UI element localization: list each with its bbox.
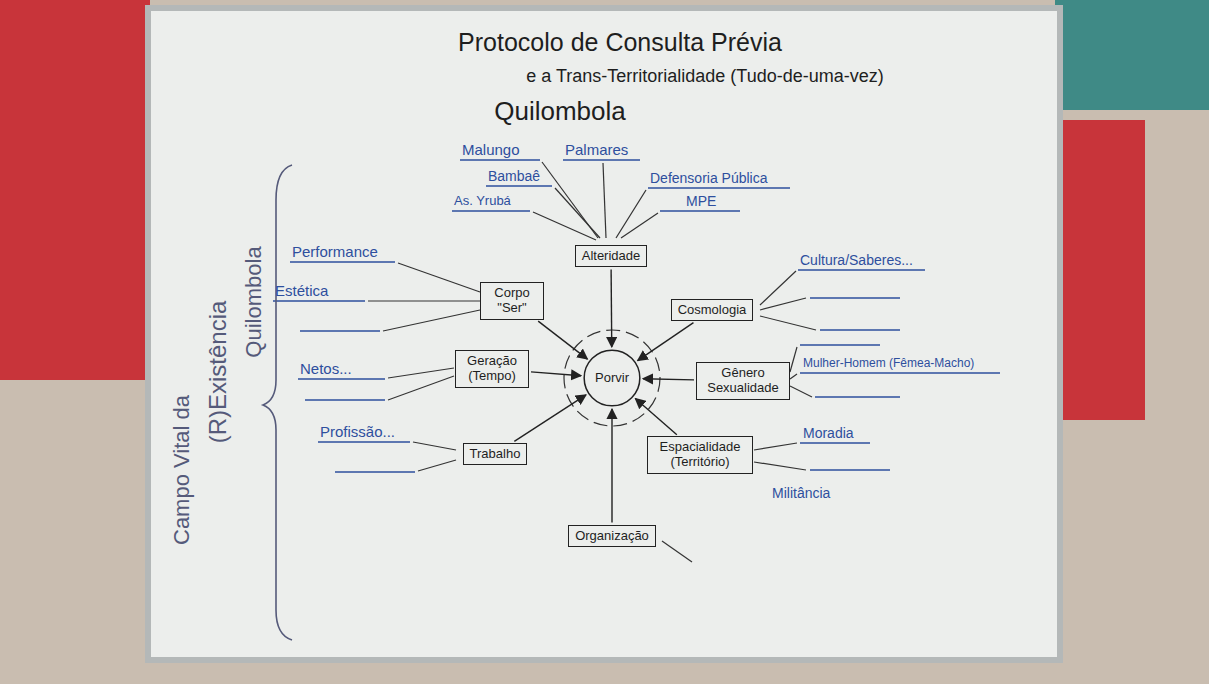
annotation: Cultura/Saberes... xyxy=(800,252,913,268)
arrow-connector xyxy=(611,409,612,523)
title: Protocolo de Consulta Prévia xyxy=(458,28,782,57)
annotation: Estética xyxy=(275,282,328,299)
process-box: Trabalho xyxy=(463,443,528,466)
blank-line xyxy=(815,396,900,397)
vertical-label: (R)Existência xyxy=(204,301,232,444)
underline xyxy=(452,210,530,211)
wall xyxy=(1055,0,1209,110)
underline xyxy=(660,210,740,211)
vertical-label: Campo Vital da xyxy=(169,395,195,545)
bracket xyxy=(263,165,292,640)
leader-line xyxy=(790,347,797,372)
leader-line xyxy=(790,374,797,379)
underline xyxy=(563,159,640,160)
underline xyxy=(273,300,365,301)
underline xyxy=(486,185,552,186)
node-text: Alteridade xyxy=(582,249,641,264)
annotation: Mulher-Homem (Fêmea-Macho) xyxy=(803,356,974,370)
annotation: Malungo xyxy=(462,141,520,158)
leader-line xyxy=(760,271,796,305)
leader-line xyxy=(388,368,454,378)
underline xyxy=(798,269,925,270)
leader-line xyxy=(754,443,797,450)
leader-line xyxy=(603,163,606,238)
process-box: Organização xyxy=(568,525,656,548)
tablecloth xyxy=(0,0,150,380)
annotation: As. Yrubá xyxy=(454,193,511,208)
blank-line xyxy=(820,329,900,330)
leader-line xyxy=(555,188,600,238)
process-box: Espacialidade (Território) xyxy=(647,436,753,474)
arrow-connector xyxy=(610,269,612,347)
arrow-connector xyxy=(514,395,586,442)
arrow-connector xyxy=(635,398,677,434)
node-text: Gênero Sexualidade xyxy=(703,366,783,396)
underline xyxy=(800,372,1000,373)
annotation: Netos... xyxy=(300,360,352,377)
underline xyxy=(298,378,385,379)
annotation: Militância xyxy=(772,485,830,501)
leader-line xyxy=(368,300,480,301)
annotation: Profissão... xyxy=(320,423,395,440)
leader-line xyxy=(760,316,816,330)
leader-line xyxy=(413,442,456,450)
underline xyxy=(648,187,790,188)
arrow-connector xyxy=(538,321,587,359)
node-text: Espacialidade (Território) xyxy=(654,440,746,470)
circle-shape xyxy=(584,350,640,406)
blank-line xyxy=(800,344,880,345)
process-box: Geração (Tempo) xyxy=(455,350,529,388)
annotation: MPE xyxy=(686,193,716,209)
leader-line xyxy=(621,213,658,238)
annotation: Palmares xyxy=(565,141,628,158)
process-box: Corpo "Ser" xyxy=(480,282,544,320)
blank-line xyxy=(300,330,380,331)
node-text: Organização xyxy=(575,529,649,544)
leader-line xyxy=(388,376,454,400)
arrow-connector xyxy=(643,379,694,380)
leader-line xyxy=(754,462,806,470)
blank-line xyxy=(810,469,890,470)
node-text: Corpo "Ser" xyxy=(487,286,537,316)
underline xyxy=(318,441,410,442)
leader-line xyxy=(398,263,480,292)
annotation: Moradia xyxy=(803,425,854,441)
vertical-label: Quilombola xyxy=(241,246,267,357)
leader-line xyxy=(383,310,480,331)
process-box: Cosmologia xyxy=(671,299,754,322)
underline xyxy=(290,261,395,262)
leader-line xyxy=(790,386,812,397)
process-box: Alteridade xyxy=(575,245,648,268)
blank-line xyxy=(305,399,385,400)
underline xyxy=(800,442,870,443)
leader-line xyxy=(760,298,806,310)
arrow-connector xyxy=(531,372,581,376)
underline xyxy=(460,159,540,160)
annotation: Performance xyxy=(292,243,378,260)
circle-node: Porvir xyxy=(583,349,641,407)
leader-line xyxy=(662,541,692,562)
node-text: Cosmologia xyxy=(678,303,747,318)
node-text: Geração (Tempo) xyxy=(462,354,522,384)
leader-line xyxy=(533,212,596,240)
node-text: Trabalho xyxy=(470,447,521,462)
tablecloth xyxy=(1060,120,1145,420)
arrow-connector xyxy=(638,323,694,361)
annotation: Quilombola xyxy=(494,96,626,127)
process-box: Gênero Sexualidade xyxy=(696,362,790,400)
whiteboard xyxy=(148,8,1060,660)
node-text: Porvir xyxy=(595,371,629,386)
leader-line xyxy=(418,460,456,471)
annotation: e a Trans-Territorialidade (Tudo-de-uma-… xyxy=(526,66,883,87)
blank-line xyxy=(810,297,900,298)
blank-line xyxy=(335,471,415,472)
annotation: Defensoria Pública xyxy=(650,170,768,186)
annotation: Bambaê xyxy=(488,168,540,184)
